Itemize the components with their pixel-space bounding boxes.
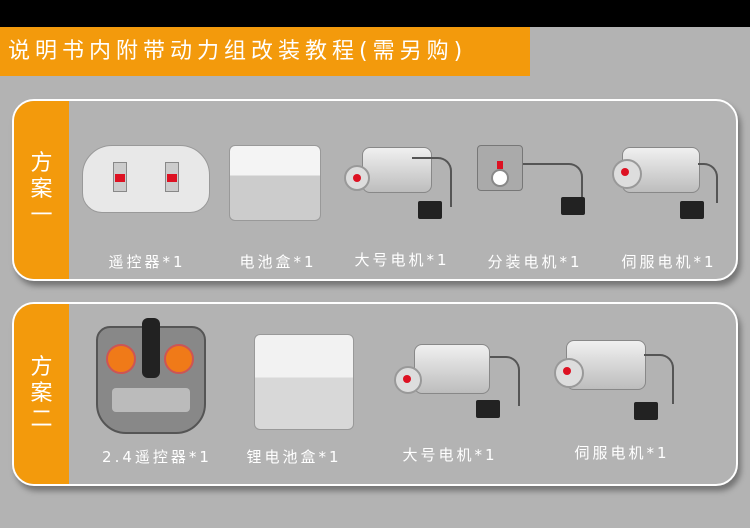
large-motor-image: [392, 336, 522, 436]
battery-box-image: [229, 145, 321, 221]
item-label: 遥控器*1: [108, 253, 186, 271]
remote-24g-image: [96, 318, 206, 434]
plan-char: 二: [30, 407, 53, 432]
plan-two-panel: 方 案 二 2.4遥控器*1 锂电池盒*1 大号电机*1 伺服电机*1: [12, 302, 738, 486]
plan-two-label: 方 案 二: [14, 304, 69, 484]
plan-char: 方: [30, 355, 53, 380]
plan-one-label: 方 案 一: [14, 101, 69, 279]
item-label: 锂电池盒*1: [246, 448, 342, 466]
item-label: 伺服电机*1: [574, 444, 670, 462]
large-motor-image: [342, 139, 462, 229]
top-bar: [0, 0, 750, 27]
item-label: 伺服电机*1: [621, 253, 717, 271]
page-title: 说明书内附带动力组改装教程(需另购): [0, 27, 530, 76]
plan-char: 一: [30, 203, 53, 228]
split-motor-image: [477, 139, 597, 229]
lithium-battery-box-image: [254, 334, 354, 430]
item-label: 2.4遥控器*1: [102, 448, 212, 466]
item-label: 电池盒*1: [239, 253, 317, 271]
item-label: 大号电机*1: [402, 446, 498, 464]
plan-char: 案: [30, 381, 53, 406]
servo-motor-image: [612, 141, 732, 231]
item-label: 大号电机*1: [354, 251, 450, 269]
remote-control-image: [82, 145, 210, 213]
plan-char: 案: [30, 177, 53, 202]
item-label: 分装电机*1: [487, 253, 583, 271]
plan-one-panel: 方 案 一 遥控器*1 电池盒*1 大号电机*1 分装电机*1 伺服电机*1: [12, 99, 738, 281]
servo-motor-image: [554, 334, 684, 434]
plan-char: 方: [30, 151, 53, 176]
